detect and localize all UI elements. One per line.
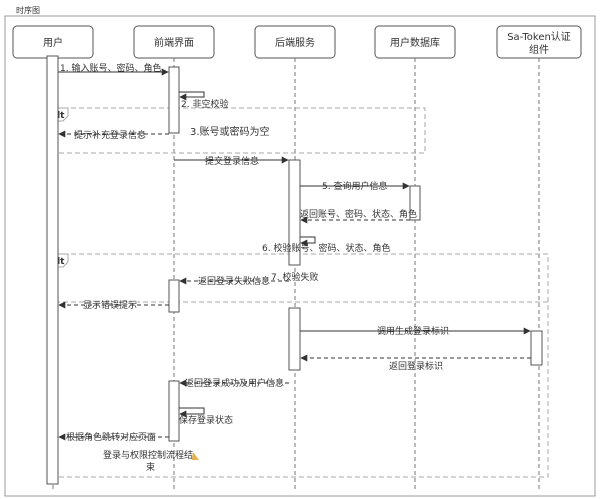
message-1: 1. 输入账号、密码、角色 [58,62,169,76]
note-end: 登录与权限控制流程结 束 [103,449,199,473]
participant-user[interactable]: 用户 [12,25,94,59]
message-14: 根据角色跳转对应页面 [58,431,169,443]
message-6-label: 返回账号、密码、状态、角色 [300,208,417,220]
participant-satoken[interactable]: Sa-Token认证 组件 [496,25,582,59]
message-9: 显示错误提示 [58,299,169,311]
message-3: 提示补充登录信息 [58,129,169,141]
activation-frontend-2 [168,279,180,313]
diagram-frame [4,15,596,497]
message-9-label: 显示错误提示 [83,299,137,311]
note-check-failed: 7. 校验失败 [271,271,318,283]
message-14-label: 根据角色跳转对应页面 [66,431,156,443]
message-7-self: 6. 校验账号、密码、状态、角色 [262,236,390,254]
message-11: 返回登录标识 [300,354,531,372]
message-6: 返回账号、密码、状态、角色 [300,208,417,224]
warning-icon [192,452,199,460]
message-7-label: 6. 校验账号、密码、状态、角色 [262,242,390,254]
participant-db-label: 用户数据库 [390,36,440,49]
message-10-label: 调用生成登录标识 [377,325,449,337]
participant-user-label: 用户 [43,36,63,49]
message-2-label: 2. 非空校验 [181,98,228,110]
activation-backend-1 [288,159,301,266]
message-4: 提交登录信息 [174,155,289,167]
message-2-self: 2. 非空校验 [179,91,228,110]
message-8: 返回登录失败信息 [179,275,289,287]
message-10: 调用生成登录标识 [300,325,531,337]
message-12: 返回登录成功及用户信息 [179,377,289,389]
participant-satoken-label-line1: Sa-Token认证 [507,30,571,43]
participant-backend-label: 后端服务 [275,36,315,49]
activation-db [409,185,421,221]
message-8-label: 返回登录失败信息 [198,275,270,287]
page-title: 时序图 [16,6,40,15]
message-1-label: 1. 输入账号、密码、角色 [60,62,161,74]
message-5: 5. 查询用户信息 [300,180,410,192]
message-12-label: 返回登录成功及用户信息 [185,377,284,389]
message-11-label: 返回登录标识 [389,360,443,372]
participant-db[interactable]: 用户数据库 [374,25,456,59]
activation-backend-2 [288,307,301,371]
message-5-label: 5. 查询用户信息 [322,180,387,192]
participant-frontend-label: 前端界面 [154,36,194,49]
participant-satoken-label-line2: 组件 [529,43,549,56]
note-account-empty: 3.账号或密码为空 [190,125,270,138]
activation-satoken [530,330,543,366]
note-end-line2: 束 [146,462,155,473]
message-3-label: 提示补充登录信息 [74,129,146,141]
note-end-line1: 登录与权限控制流程结 [103,449,193,461]
message-13-label: 保存登录状态 [179,414,233,426]
activation-frontend-3 [168,380,180,442]
participant-backend[interactable]: 后端服务 [254,25,336,59]
activation-frontend-1 [168,66,180,134]
participant-frontend[interactable]: 前端界面 [133,25,215,59]
message-13-self: 保存登录状态 [179,407,233,426]
message-4-label: 提交登录信息 [205,155,259,167]
activation-user [46,55,59,485]
